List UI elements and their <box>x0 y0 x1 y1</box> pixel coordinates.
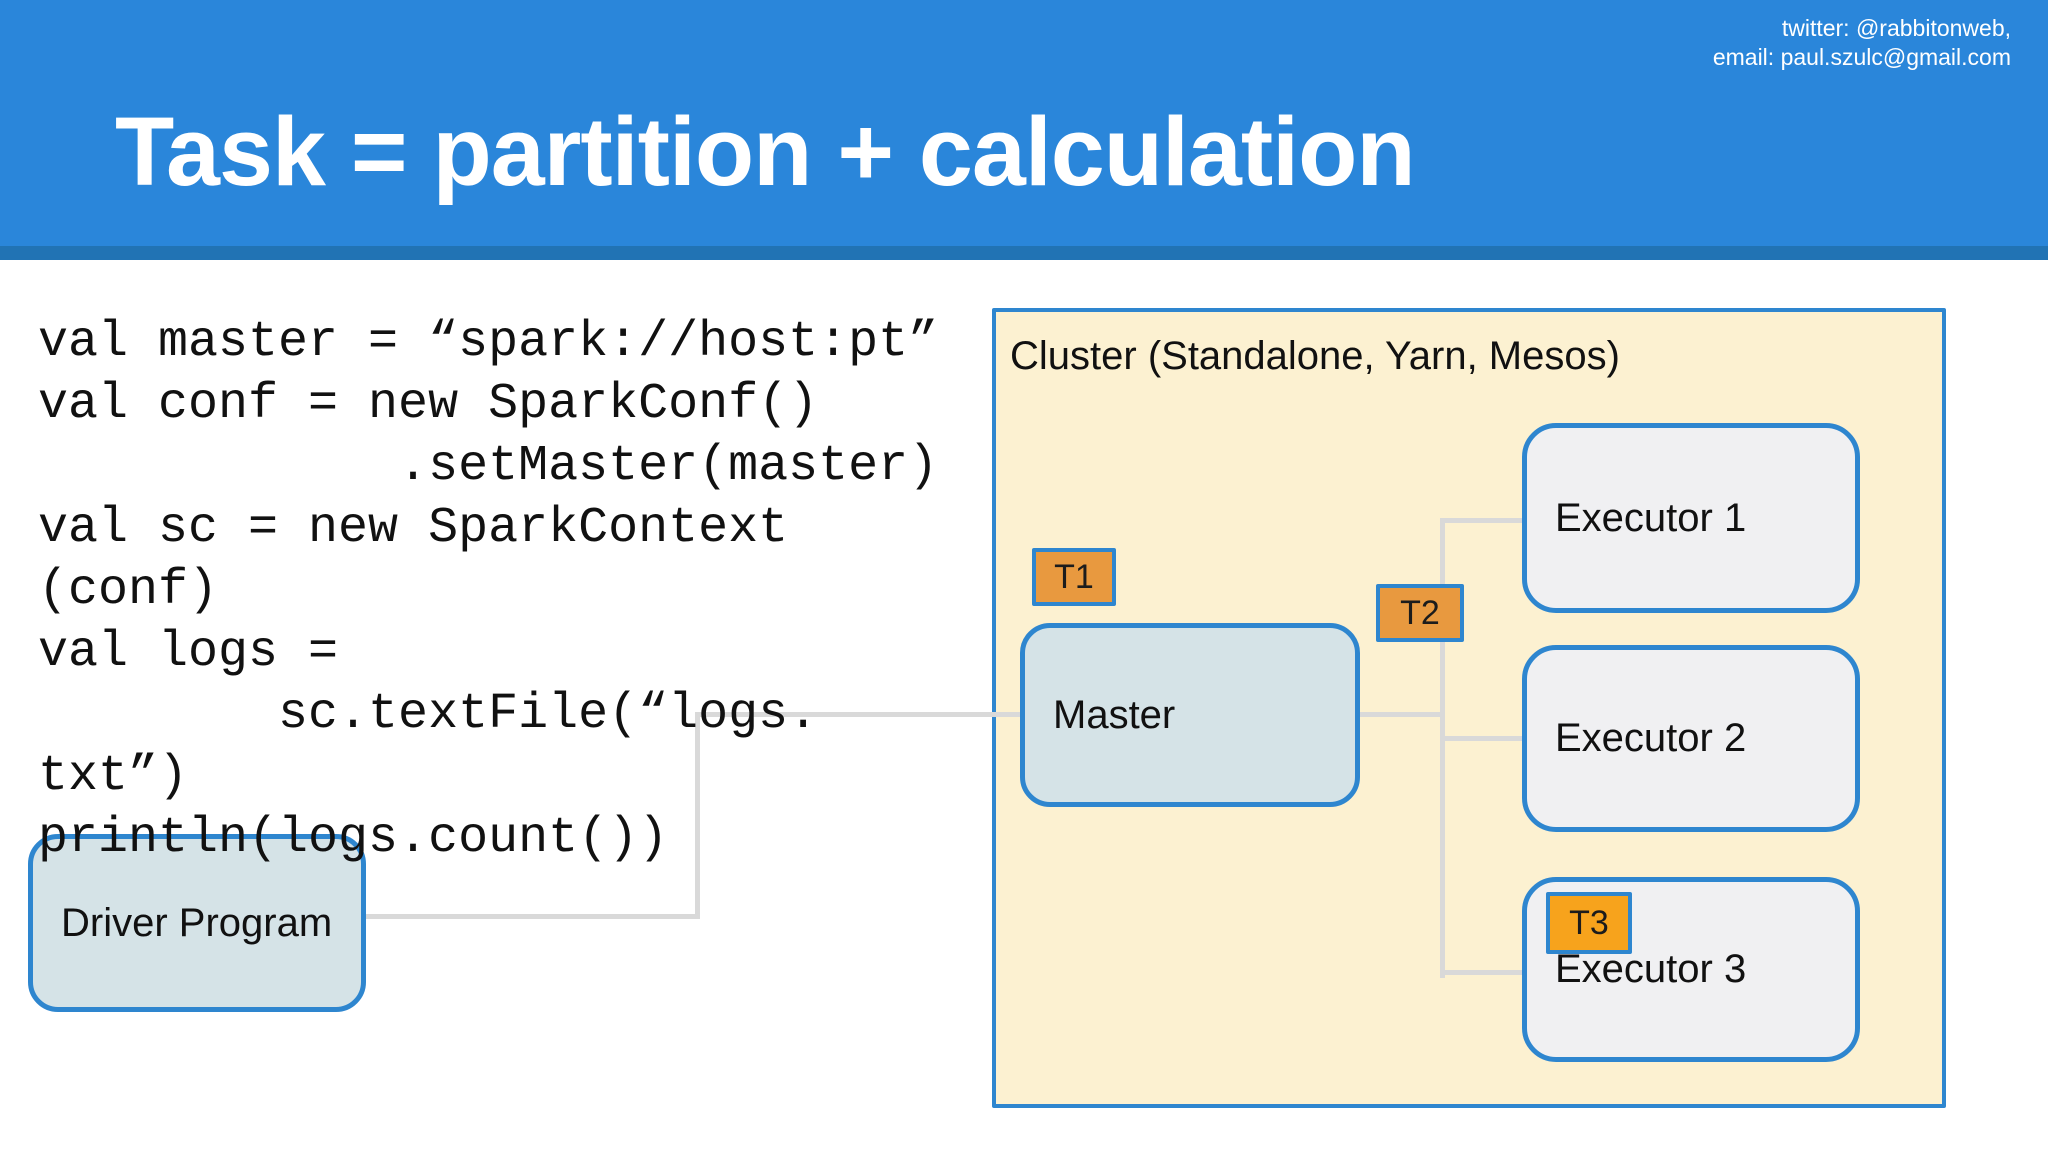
code-line: println(logs.count()) <box>38 810 669 867</box>
code-line: sc.textFile(“logs. <box>38 686 819 743</box>
connector-master-to-trunk <box>1358 712 1444 717</box>
task-badge-t3: T3 <box>1546 892 1632 954</box>
connector-driver-horizontal <box>366 914 698 919</box>
driver-program-box: Driver Program <box>28 834 366 1012</box>
code-line: val logs = <box>38 624 339 681</box>
task-badge-t1: T1 <box>1032 548 1116 606</box>
connector-to-master <box>695 712 1025 717</box>
contact-twitter: twitter: @rabbitonweb, <box>1781 15 2011 41</box>
code-line: .setMaster(master) <box>38 438 939 495</box>
author-contact: twitter: @rabbitonweb, email: paul.szulc… <box>1713 14 2011 72</box>
executor-2-box: Executor 2 <box>1522 645 1860 832</box>
code-line: val conf = new SparkConf() <box>38 376 819 433</box>
code-line: (conf) <box>38 562 219 619</box>
header-band <box>0 0 2048 246</box>
connector-branch-executor2 <box>1443 736 1525 741</box>
cluster-label: Cluster (Standalone, Yarn, Mesos) <box>1010 334 1620 378</box>
driver-program-label: Driver Program <box>61 900 333 945</box>
connector-branch-executor1 <box>1443 518 1525 523</box>
executor-1-label: Executor 1 <box>1555 495 1747 540</box>
executor-1-box: Executor 1 <box>1522 423 1860 613</box>
executor-3-label: Executor 3 <box>1555 947 1747 991</box>
code-snippet: val master = “spark://host:pt” val conf … <box>38 312 938 870</box>
master-box: Master <box>1020 623 1360 807</box>
code-line: val sc = new SparkContext <box>38 500 789 557</box>
code-line: txt”) <box>38 748 189 805</box>
task-badge-t2: T2 <box>1376 584 1464 642</box>
code-line: val master = “spark://host:pt” <box>38 314 939 371</box>
connector-branch-executor3 <box>1443 970 1525 975</box>
master-label: Master <box>1053 692 1176 737</box>
connector-trunk-vertical <box>1440 518 1445 978</box>
contact-email: email: paul.szulc@gmail.com <box>1712 44 2011 70</box>
slide-title: Task = partition + calculation <box>115 97 1416 206</box>
executor-2-label: Executor 2 <box>1555 716 1747 760</box>
header-accent-strip <box>0 246 2048 260</box>
connector-driver-vertical <box>695 712 700 919</box>
